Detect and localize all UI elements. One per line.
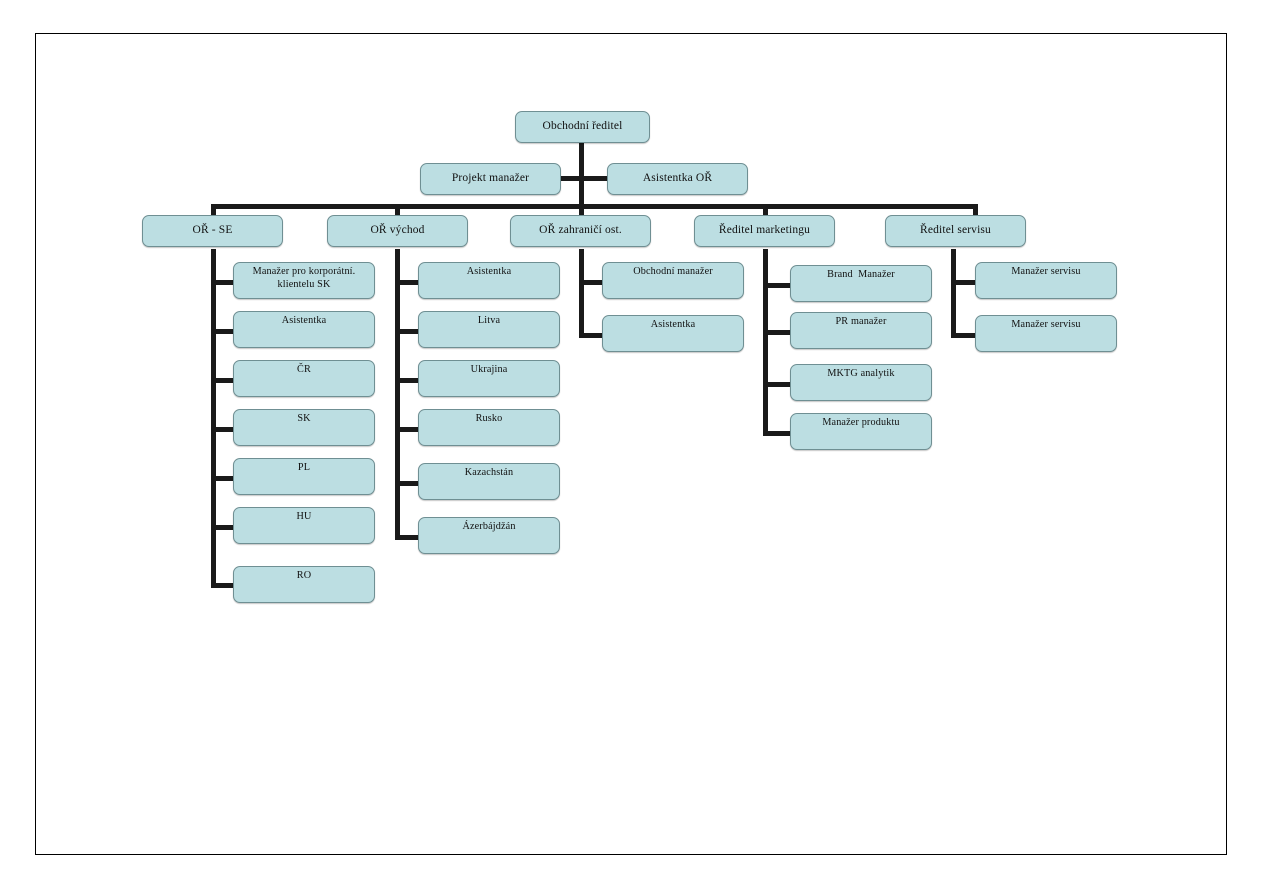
connector-stub-4-1 [763, 283, 791, 288]
node-label: MKTG analytik [827, 368, 895, 380]
node-asistentka-or[interactable]: Asistentka OŘ [607, 163, 748, 195]
connector-stub-3-2 [579, 333, 603, 338]
connector-stub-2-2 [395, 329, 419, 334]
node-division-or-zahranici-ost[interactable]: OŘ zahraničí ost. [510, 215, 651, 247]
connector-stub-4-3 [763, 382, 791, 387]
node-label: Asistentka [466, 266, 512, 278]
node-marketing-pr-manazer[interactable]: PR manažer [790, 312, 932, 349]
node-label: PR manažer [835, 316, 887, 328]
connector-stub-2-1 [395, 280, 419, 285]
node-label: Ředitel servisu [920, 224, 991, 237]
node-label: HU [296, 511, 312, 523]
connector-spine-col-3 [579, 249, 584, 337]
connector-stub-1-5 [211, 476, 235, 481]
connector-stub-1-3 [211, 378, 235, 383]
node-division-or-se[interactable]: OŘ - SE [142, 215, 283, 247]
node-or-vychod-asistentka[interactable]: Asistentka [418, 262, 560, 299]
node-manazer-korporatni-klientelu-sk[interactable]: Manažer pro korporátní. klientelu SK [233, 262, 375, 299]
connector-spine-col-5 [951, 249, 956, 337]
node-label: OŘ zahraničí ost. [539, 224, 622, 237]
node-or-vychod-rusko[interactable]: Rusko [418, 409, 560, 446]
node-label: Projekt manažer [451, 172, 530, 185]
connector-stub-5-2 [951, 333, 975, 338]
node-or-vychod-ukrajina[interactable]: Ukrajina [418, 360, 560, 397]
node-servis-manazer-servisu-2[interactable]: Manažer servisu [975, 315, 1117, 352]
node-label: Brand Manažer [827, 269, 895, 281]
connector-stub-1-2 [211, 329, 235, 334]
connector-stub-2-3 [395, 378, 419, 383]
node-division-or-vychod[interactable]: OŘ východ [327, 215, 468, 247]
node-or-vychod-azerbajdzan[interactable]: Ázerbájdžán [418, 517, 560, 554]
connector-stub-1-1 [211, 280, 235, 285]
node-label: Rusko [475, 413, 503, 425]
node-division-reditel-servisu[interactable]: Ředitel servisu [885, 215, 1026, 247]
node-zahranici-obchodni-manazer[interactable]: Obchodní manažer [602, 262, 744, 299]
connector-spine-col-1 [211, 249, 216, 587]
node-projekt-manazer[interactable]: Projekt manažer [420, 163, 561, 195]
node-label: PL [297, 462, 311, 474]
node-marketing-mktg-analytik[interactable]: MKTG analytik [790, 364, 932, 401]
node-label: Manažer servisu [1011, 266, 1081, 278]
node-label: Manažer servisu [1011, 319, 1081, 331]
connector-drop-division-3 [579, 204, 584, 221]
connector-spine-col-2 [395, 249, 400, 539]
node-or-vychod-litva[interactable]: Litva [418, 311, 560, 348]
node-label: Manažer produktu [822, 417, 900, 429]
connector-stub-2-4 [395, 427, 419, 432]
node-label: Obchodní ředitel [542, 120, 623, 133]
connector-spine-col-4 [763, 249, 768, 435]
connector-drop-division-4 [763, 204, 768, 221]
node-label: RO [296, 570, 312, 582]
connector-staff-bar [556, 176, 611, 181]
node-division-reditel-marketingu[interactable]: Ředitel marketingu [694, 215, 835, 247]
node-obchodni-reditel[interactable]: Obchodní ředitel [515, 111, 650, 143]
connector-stub-2-6 [395, 535, 419, 540]
node-or-se-cr[interactable]: ČR [233, 360, 375, 397]
node-label: ČR [297, 364, 311, 376]
connector-drop-division-5 [973, 204, 978, 221]
node-label: OŘ - SE [192, 224, 233, 237]
connector-root-trunk [579, 142, 584, 204]
node-or-se-asistentka[interactable]: Asistentka [233, 311, 375, 348]
connector-stub-4-2 [763, 330, 791, 335]
node-marketing-brand-manazer[interactable]: Brand Manažer [790, 265, 932, 302]
node-or-se-ro[interactable]: RO [233, 566, 375, 603]
node-or-se-hu[interactable]: HU [233, 507, 375, 544]
node-or-vychod-kazachstan[interactable]: Kazachstán [418, 463, 560, 500]
node-label: Ukrajina [470, 364, 508, 376]
node-label: SK [297, 413, 311, 425]
connector-stub-1-7 [211, 583, 235, 588]
connector-stub-1-4 [211, 427, 235, 432]
node-label: Ředitel marketingu [718, 224, 811, 237]
node-or-se-pl[interactable]: PL [233, 458, 375, 495]
connector-stub-5-1 [951, 280, 975, 285]
node-marketing-manazer-produktu[interactable]: Manažer produktu [790, 413, 932, 450]
node-label: Obchodní manažer [633, 266, 713, 278]
node-label: Kazachstán [464, 467, 514, 479]
node-label: Asistentka [281, 315, 327, 327]
connector-division-bus [211, 204, 978, 209]
connector-stub-1-6 [211, 525, 235, 530]
node-or-se-sk[interactable]: SK [233, 409, 375, 446]
connector-stub-2-5 [395, 481, 419, 486]
connector-stub-4-4 [763, 431, 791, 436]
node-label: Manažer pro korporátní. klientelu SK [252, 266, 356, 290]
connector-drop-division-2 [395, 204, 400, 221]
node-servis-manazer-servisu-1[interactable]: Manažer servisu [975, 262, 1117, 299]
connector-stub-3-1 [579, 280, 603, 285]
node-label: Asistentka [650, 319, 696, 331]
node-zahranici-asistentka[interactable]: Asistentka [602, 315, 744, 352]
node-label: Asistentka OŘ [642, 172, 713, 185]
node-label: OŘ východ [370, 224, 425, 237]
node-label: Litva [477, 315, 501, 327]
connector-drop-division-1 [211, 204, 216, 221]
node-label: Ázerbájdžán [462, 521, 516, 533]
